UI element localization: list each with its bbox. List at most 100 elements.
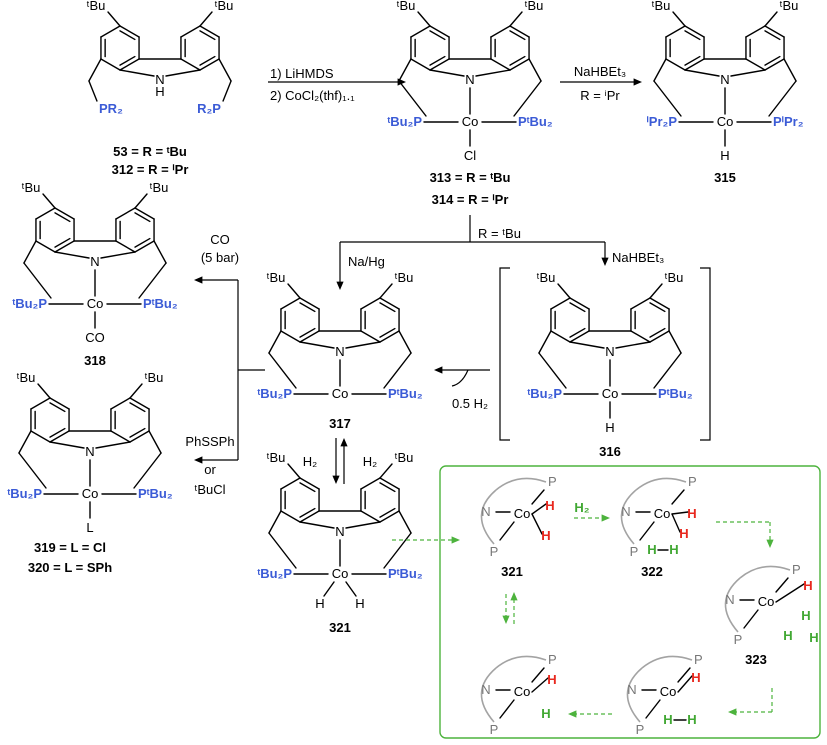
double-bond [509, 55, 526, 66]
condition-co: CO [210, 232, 230, 247]
ch2p-bond [653, 80, 682, 117]
left-ring-bond [30, 397, 51, 410]
double-bond [684, 30, 701, 41]
condition-lihmds: 1) LiHMDS [270, 66, 334, 81]
mini-phosphorus: P [792, 562, 801, 577]
left-ring-bond [550, 297, 571, 310]
co-p-bond [531, 489, 545, 505]
ch2-arm [398, 58, 412, 82]
double-bond [54, 212, 71, 223]
five-ring-bond [615, 341, 651, 349]
tbu-label: ᵗBu [145, 370, 164, 385]
right-ring-bond [379, 477, 400, 490]
left-ring-bond [49, 397, 70, 410]
left-ring-bond [280, 297, 301, 310]
arrow-head [451, 536, 460, 544]
ligand-backbone [480, 489, 497, 545]
compound-312-label: 312 = R = ⁱPr [112, 162, 189, 177]
ch2p-bond [268, 352, 297, 389]
left-ring-bond [54, 240, 75, 253]
co-p-bond [499, 699, 515, 719]
co-p-bond [531, 667, 545, 683]
condition-or: or [204, 462, 216, 477]
ch2-arm [18, 430, 32, 454]
double-bond [764, 55, 781, 66]
five-ring-bond [345, 521, 381, 529]
double-bond [119, 55, 136, 66]
right-ring-bond [129, 430, 150, 443]
ligand-backbone [620, 489, 637, 545]
left-ring-bond [410, 58, 431, 71]
double-bond [119, 30, 136, 41]
right-ring-bond [379, 510, 400, 523]
nitrogen-label: N [720, 72, 729, 87]
right-phosphine: PⁱPr₂ [773, 114, 804, 129]
tbu-label: ᵗBu [665, 270, 684, 285]
ch2-arm [153, 240, 167, 264]
arrow-head [194, 276, 203, 284]
left-phosphine: ᵗBu₂P [257, 566, 292, 581]
ch2-arm [398, 330, 412, 354]
dihydrogen-h: H [647, 542, 656, 557]
co-p-bond [677, 667, 691, 683]
condition-phssph: PhSSPh [185, 434, 234, 449]
tbu-label: ᵗBu [22, 180, 41, 195]
double-bond [134, 237, 151, 248]
nitrogen-label: N [85, 444, 94, 459]
co-p-bond [671, 489, 685, 505]
mini-compound-label: 322 [641, 564, 663, 579]
ch2-arm [23, 240, 37, 264]
double-bond [429, 55, 446, 66]
right-phosphine: PᵗBu₂ [143, 296, 178, 311]
cobalt-label: Co [602, 386, 619, 401]
co-h-bond [323, 581, 335, 597]
right-phosphine: R₂P [197, 101, 221, 116]
compound-53-label: 53 = R = ᵗBu [113, 144, 187, 159]
co-h-bond [677, 675, 693, 693]
arrow-head [568, 710, 577, 718]
tbu-bond [199, 11, 213, 27]
left-ring-bond [299, 297, 320, 310]
ch2p-bond [133, 452, 162, 489]
double-bond [379, 507, 396, 518]
condition-nahg: Na/Hg [348, 254, 385, 269]
tbu-bond [129, 383, 143, 399]
co-h-bond [775, 583, 805, 603]
mini-nitrogen: N [725, 592, 734, 607]
tbu-label: ᵗBu [267, 450, 286, 465]
mini-cobalt: Co [654, 506, 671, 521]
tbu-bond [37, 383, 51, 399]
left-ring-bond [299, 477, 320, 490]
tbu-bond [379, 463, 393, 479]
hydride-h: H [545, 498, 554, 513]
dihydrogen-h: H [801, 608, 810, 623]
arrow-head [340, 438, 348, 447]
condition-nahbet3: NaHBEt₃ [612, 250, 664, 265]
arrow-head [766, 539, 774, 548]
mechanism-inset [439, 465, 821, 739]
left-ring-bond [54, 207, 75, 220]
hydride-h: H [547, 672, 556, 687]
arrow-head [332, 475, 340, 484]
double-bond [379, 482, 396, 493]
five-ring-bond [95, 441, 131, 449]
left-ring-bond [119, 25, 140, 38]
double-bond [649, 327, 666, 338]
left-ring-bond [280, 477, 301, 490]
right-ring-bond [490, 58, 511, 71]
condition-cocl2: 2) CoCl₂(thf)₁.₁ [270, 88, 355, 103]
arrow-head [601, 514, 610, 522]
ch2p-bond [513, 80, 542, 117]
five-ring-bond [684, 69, 720, 77]
right-ring-bond [180, 25, 201, 38]
arrow-head [510, 592, 518, 601]
mini-phosphorus: P [548, 474, 557, 489]
right-phosphine: PᵗBu₂ [518, 114, 553, 129]
mini-phosphorus: P [490, 544, 499, 559]
right-ring-bond [180, 58, 201, 71]
left-phosphine: ᵗBu₂P [257, 386, 292, 401]
